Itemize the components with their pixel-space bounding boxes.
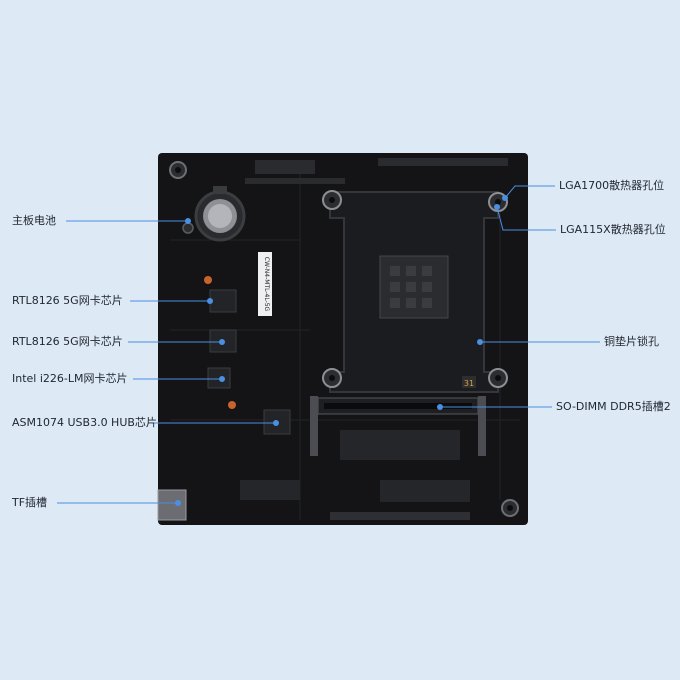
label-copper-pad: 铜垫片锁孔	[604, 335, 659, 348]
label-battery: 主板电池	[12, 214, 56, 227]
callout-dots	[175, 195, 508, 506]
cmos-battery	[194, 186, 246, 242]
label-sodimm: SO-DIMM DDR5插槽2	[556, 400, 671, 413]
label-lga115x: LGA115X散热器孔位	[560, 223, 666, 236]
intel-chip	[207, 367, 231, 389]
chip-mark: 31	[464, 379, 474, 388]
sodimm-slot	[310, 396, 486, 456]
label-usb-hub: ASM1074 USB3.0 HUB芯片	[12, 416, 157, 429]
sticker	[258, 252, 272, 316]
socket-backplate	[322, 190, 508, 393]
sticker-text: CW-N4-MTL-4L-5G	[263, 257, 270, 312]
label-tf-slot: TF插槽	[12, 496, 48, 509]
label-rtl8126-2: RTL8126 5G网卡芯片	[12, 335, 123, 348]
label-rtl8126-1: RTL8126 5G网卡芯片	[12, 294, 123, 307]
callout-lines	[57, 185, 600, 504]
mounting-holes	[169, 161, 519, 517]
tf-slot	[157, 489, 187, 521]
label-intel-nic: Intel i226-LM网卡芯片	[12, 372, 128, 385]
label-lga1700: LGA1700散热器孔位	[559, 179, 665, 192]
rtl-chip-1	[209, 289, 237, 313]
